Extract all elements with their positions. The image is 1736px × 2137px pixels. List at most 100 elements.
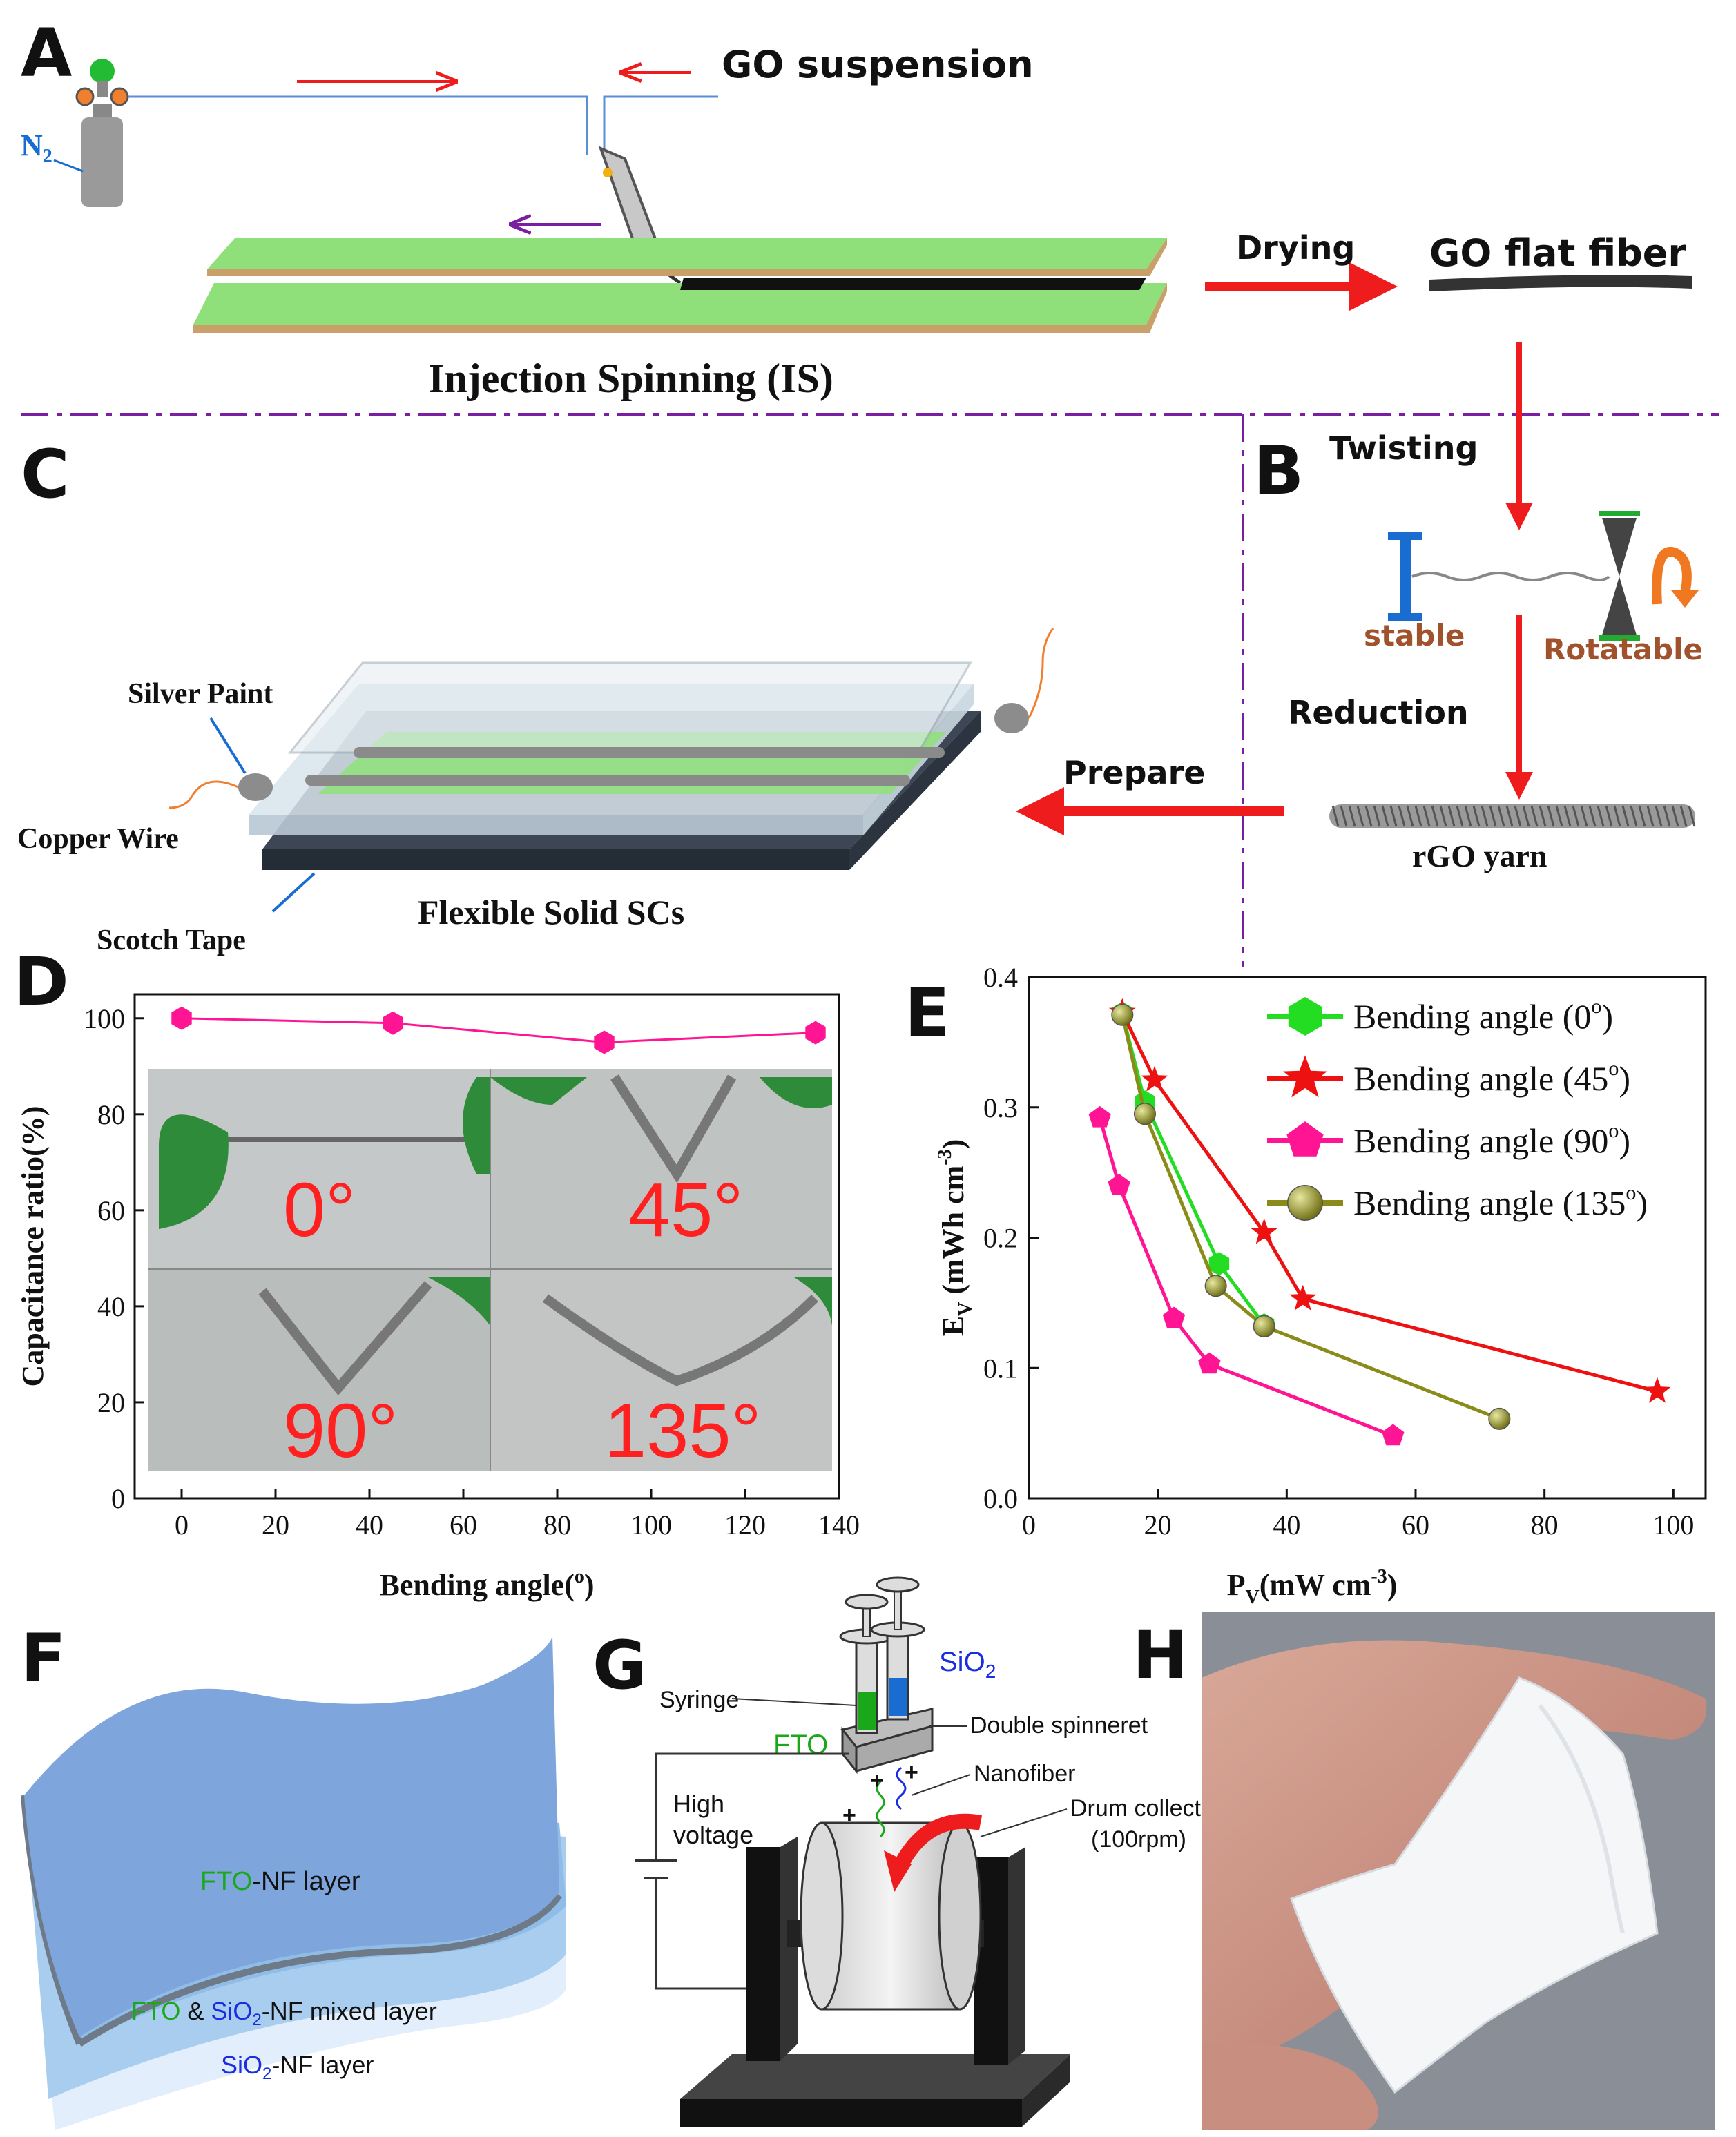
legend-marker-2 <box>1286 1121 1324 1157</box>
rpm-label: (100rpm) <box>1091 1826 1186 1853</box>
chart-d-xlabel-sup: o <box>575 1566 584 1587</box>
chart-e-ylabel-part: ) <box>936 1139 970 1150</box>
reduction-label: Reduction <box>1288 694 1469 731</box>
chart-e-xlabel-part: ) <box>1387 1568 1398 1602</box>
legend-entry-2: Bending angle (90o) <box>1353 1119 1630 1160</box>
suspension-tube <box>603 95 718 155</box>
chart-d-ytick-label: 60 <box>97 1195 125 1226</box>
legend-marker-3 <box>1287 1185 1323 1221</box>
copper-wire-label: Copper Wire <box>17 823 179 855</box>
double-spinneret-icon <box>839 1576 934 1838</box>
layered-membrane-illustration <box>21 1636 566 2130</box>
syringe-pointer <box>731 1698 857 1706</box>
chart-d-xtick-label: 0 <box>175 1509 189 1540</box>
chart-d-xtick-label: 120 <box>724 1509 766 1540</box>
chart-e-ytick-label: 0.3 <box>983 1092 1018 1123</box>
legend-end: ) <box>1601 997 1613 1036</box>
sio2-label: SiO2 <box>939 1647 996 1682</box>
panel-h-letter: H <box>1132 1616 1188 1694</box>
flexible-sc-title: Flexible Solid SCs <box>418 893 684 931</box>
sample-45 <box>610 1074 737 1183</box>
chart-e-ytick-label: 0.2 <box>983 1223 1018 1254</box>
chart-e-point-1 <box>1251 1218 1278 1244</box>
chart-d-xtick-label: 100 <box>630 1509 672 1540</box>
panel-g-letter: G <box>592 1627 647 1704</box>
chart-d-xtick-label: 80 <box>543 1509 571 1540</box>
nanofiber-pointer <box>911 1774 971 1796</box>
panel-b: Twisting B stable Rotatable Reduction rG… <box>1253 342 1703 873</box>
chart-e-point-2 <box>1162 1306 1186 1328</box>
go-flat-fiber-shape <box>1429 275 1692 291</box>
drum-collector-label: Drum collector <box>1070 1795 1222 1821</box>
injection-spinning-title: Injection Spinning (IS) <box>428 356 833 401</box>
chart-d-ytick-label: 20 <box>97 1387 125 1418</box>
chart-d-xtick-label: 140 <box>818 1509 860 1540</box>
scotch-tape-label: Scotch Tape <box>97 925 246 956</box>
chart-e-point-2 <box>1088 1105 1111 1128</box>
chart-e-xtick-label: 0 <box>1022 1509 1036 1540</box>
chart-e-ylabel: EV (mWh cm-3) <box>934 1139 976 1337</box>
syringe-label: Syringe <box>659 1687 739 1713</box>
high-label: High <box>673 1790 724 1818</box>
chart-d-xtick-label: 40 <box>356 1509 383 1540</box>
gas-tube <box>128 95 588 155</box>
chart-e-xtick-label: 40 <box>1273 1509 1300 1540</box>
chart-d-ytick-label: 0 <box>111 1483 125 1514</box>
legend-sup: o <box>1608 1119 1619 1142</box>
chart-d-xlabel-main: Bending angle( <box>379 1568 574 1602</box>
stable-label: stable <box>1364 619 1465 652</box>
plus-sign-2: + <box>905 1759 918 1786</box>
glove-left <box>159 1114 229 1229</box>
chart-d-xlabel: Bending angle(o) <box>379 1566 594 1602</box>
panel-f: F FTO-NF layer FTO & SiO2-NF mixed layer… <box>21 1620 566 2130</box>
chart-e-ylabel-part: E <box>936 1316 970 1336</box>
substrate-strips <box>193 238 1167 333</box>
rgo-yarn-label: rGO yarn <box>1412 838 1547 873</box>
legend-end: ) <box>1619 1121 1630 1160</box>
silver-paint-pointer <box>209 717 247 775</box>
chart-e-point-3 <box>1133 1103 1157 1125</box>
glove-right <box>463 1077 490 1174</box>
inset-angle-label: 45° <box>628 1168 743 1253</box>
glove-45-right <box>760 1077 832 1108</box>
legend-entry-0: Bending angle (0o) <box>1353 995 1613 1036</box>
legend-sup: o <box>1626 1181 1636 1204</box>
chart-e-point-3 <box>1204 1275 1227 1297</box>
chart-d-xlabel-end: ) <box>584 1568 595 1602</box>
legend-marker-1 <box>1283 1055 1327 1098</box>
chart-d-point <box>383 1011 403 1035</box>
sample-135 <box>542 1294 818 1386</box>
chart-d-point <box>805 1021 826 1045</box>
legend-name: Bending angle (90 <box>1353 1121 1608 1160</box>
panel-c: C Prepare Silver Paint Copper Wire Scotc… <box>17 436 1284 956</box>
silver-paint-label: Silver Paint <box>128 678 273 710</box>
drum-pointer <box>980 1808 1068 1837</box>
sample-90 <box>258 1281 432 1395</box>
chart-e-ytick-label: 0.0 <box>983 1483 1018 1514</box>
panel-a-letter: A <box>21 14 72 92</box>
chart-e-ytick-label: 0.4 <box>983 962 1018 993</box>
drying-label: Drying <box>1236 229 1355 267</box>
chart-d-point <box>594 1030 615 1054</box>
glove-135 <box>794 1277 832 1326</box>
chart-e-xlabel-part: V <box>1245 1587 1259 1608</box>
drum-collector-apparatus <box>680 1813 1070 2127</box>
rotatable-label: Rotatable <box>1543 632 1703 666</box>
glove-45-left <box>490 1077 587 1105</box>
chart-d-frame <box>133 993 840 1500</box>
chart-e-point-1 <box>1289 1284 1317 1311</box>
legend-end: ) <box>1619 1059 1630 1098</box>
legend-marker-0 <box>1288 997 1322 1036</box>
panel-e-letter: E <box>905 974 950 1052</box>
legend-end: ) <box>1636 1183 1648 1222</box>
flexible-sc-device <box>168 628 1054 870</box>
gas-label: N2 <box>21 128 52 167</box>
nanofiber-label: Nanofiber <box>974 1761 1075 1787</box>
chart-d-xtick-label: 60 <box>450 1509 477 1540</box>
chart-e-xlabel-part: -3 <box>1371 1566 1387 1587</box>
twisted-fiber-shape <box>1411 572 1610 581</box>
inset-angle-label: 90° <box>283 1389 398 1473</box>
chart-e-point-3 <box>1111 1003 1134 1026</box>
